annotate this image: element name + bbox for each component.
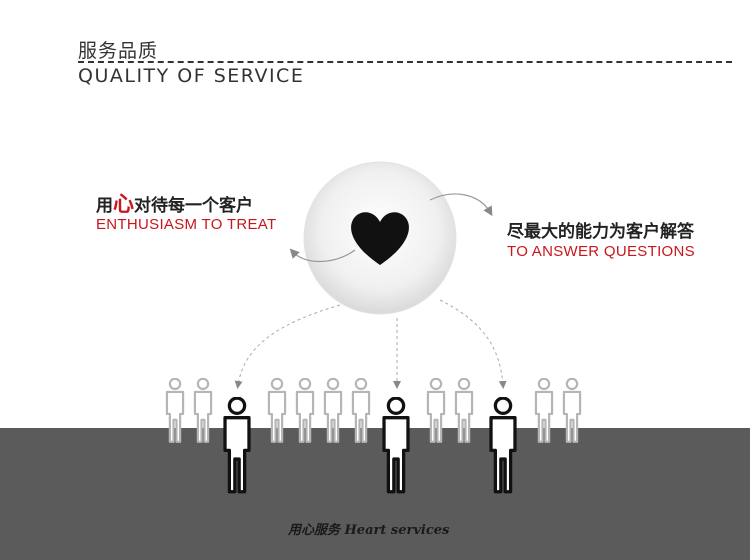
person-icon [295, 378, 315, 443]
right-caption-zh: 尽最大的能力为客户解答 [507, 222, 694, 242]
header-title-en: QUALITY OF SERVICE [78, 65, 305, 87]
arrow-icon [439, 299, 507, 389]
person-icon [193, 378, 213, 443]
arrow-icon [234, 304, 341, 389]
header-divider [78, 61, 732, 63]
ground-band [0, 428, 750, 560]
person-icon [267, 378, 287, 443]
left-caption-accent: 心 [113, 192, 134, 216]
person-icon [351, 378, 371, 443]
left-caption-en: ENTHUSIASM TO TREAT [96, 216, 277, 233]
header-title-zh: 服务品质 [78, 40, 159, 62]
person-icon [534, 378, 554, 443]
arrow-icon [429, 193, 493, 217]
heart-emblem [303, 161, 457, 315]
person-icon [489, 397, 517, 494]
person-icon [223, 397, 251, 494]
right-caption-en: TO ANSWER QUESTIONS [507, 243, 695, 260]
person-icon [454, 378, 474, 443]
person-icon [562, 378, 582, 443]
person-icon [323, 378, 343, 443]
heart-icon [351, 212, 409, 265]
person-icon [426, 378, 446, 443]
person-icon [165, 378, 185, 443]
person-icon [382, 397, 410, 494]
footer-tagline: 用心服务 Heart services [288, 523, 450, 538]
left-caption-zh: 用心对待每一个客户 [96, 192, 253, 216]
arrow-icon [289, 248, 356, 263]
